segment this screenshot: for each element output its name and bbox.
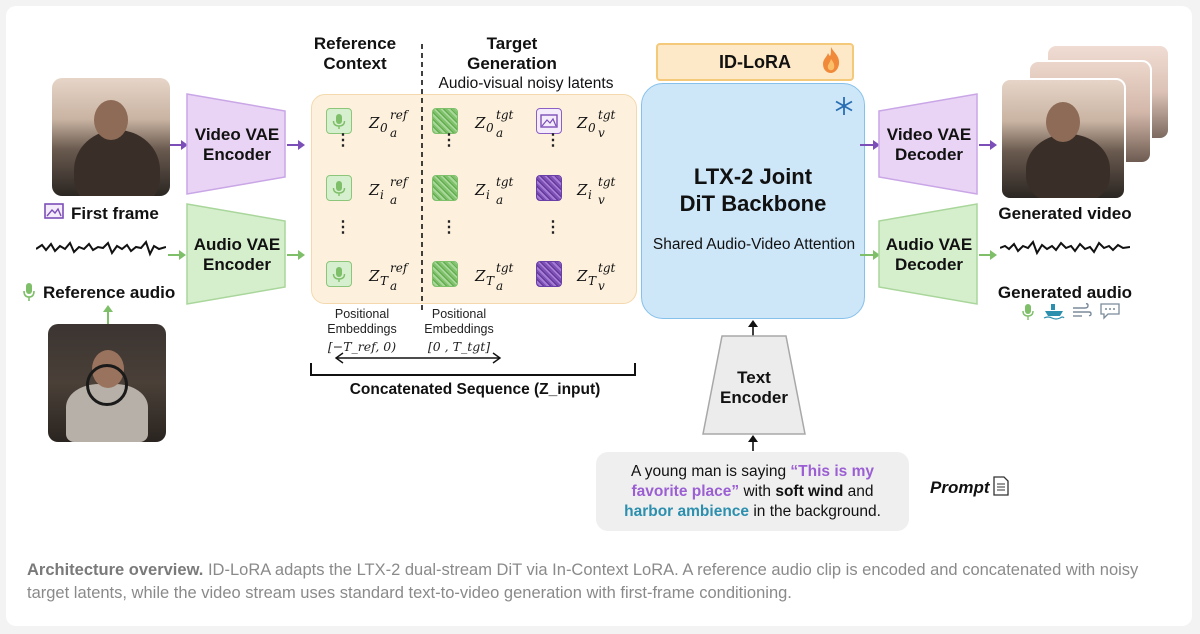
wind-icon [1072,303,1092,324]
text-encoder-label: Text Encoder [719,368,789,407]
microphone-icon [332,181,346,196]
audio-vae-encoder-label: Audio VAE Encoder [193,235,281,274]
positional-embeddings-ref-label: Positional Embeddings [327,307,397,336]
arrow-audio-encoder-to-latents [287,250,305,260]
video-vae-encoder [186,93,286,195]
positional-range-ref: [−T_ref, 0) [327,339,397,354]
tgt-video-latent-0 [536,108,562,134]
concatenated-sequence-bracket [310,363,636,376]
document-icon [993,476,1009,501]
ltx2-backbone [641,83,865,319]
prompt-text: A young man is saying “This is my favori… [624,463,881,520]
microphone-icon [1022,303,1034,326]
first-frame-label: First frame [71,204,159,223]
reference-context-heading: Reference Context [313,34,397,73]
reference-audio-label: Reference audio [43,283,176,302]
prompt-label: Prompt [930,478,990,497]
ref-audio-latent-0 [326,108,352,134]
tgt-audio-latent-0 [432,108,458,134]
id-lora-label: ID-LoRA [719,52,791,72]
video-vae-encoder-label: Video VAE Encoder [194,125,280,164]
latent-sequence-box [311,94,637,304]
caption-title: Architecture overview. [27,561,204,579]
tgt-audio-latent-i [432,175,458,201]
reference-audio-waveform [36,239,166,257]
snowflake-icon [834,96,854,121]
audio-vae-encoder [186,203,286,305]
backbone-title-line1: LTX-2 Joint [693,164,813,189]
ref-audio-latent-T [326,261,352,287]
video-vae-decoder-label: Video VAE Decoder [886,125,972,164]
ref-audio-latent-i [326,175,352,201]
audio-vae-decoder-label: Audio VAE Decoder [885,235,973,274]
generated-audio-label: Generated audio [997,283,1133,302]
microphone-icon [332,267,346,282]
tgt-video-latent-T [536,261,562,287]
microphone-icon [332,114,346,129]
tgt-video-latent-i [536,175,562,201]
target-generation-heading: Target Generation [467,34,557,73]
fire-icon [820,45,842,80]
tgt-audio-latent-T [432,261,458,287]
positional-range-tgt: [0 , T_tgt] [427,339,491,354]
generated-video-label: Generated video [998,204,1132,223]
video-vae-decoder [878,93,978,195]
arrow-audio-decoder-to-output [979,250,997,260]
ellipsis: ⋮ [441,132,457,149]
ellipsis: ⋮ [335,219,351,236]
positional-embeddings-tgt-label: Positional Embeddings [424,307,494,336]
image-icon [44,203,64,224]
ellipsis: ⋮ [545,219,561,236]
figure-caption: Architecture overview. ID-LoRA adapts th… [27,559,1167,605]
backbone-title-line2: DiT Backbone [679,191,827,216]
id-lora-badge [656,43,854,81]
positional-double-arrow [334,352,502,364]
noisy-latents-heading: Audio-visual noisy latents [438,75,614,92]
arrow-video-encoder-to-latents [287,140,305,150]
generated-audio-waveform [1000,240,1130,256]
reference-target-divider [421,44,423,312]
ellipsis: ⋮ [335,132,351,149]
arrow-backbone-to-audio-decoder [860,250,880,260]
shared-attention-label: Shared Audio-Video Attention [652,236,856,253]
concatenated-sequence-label: Concatenated Sequence (Z_input) [349,381,601,398]
arrow-ref-video-to-audio [103,305,113,324]
prompt-box [596,452,909,531]
ship-icon [1043,302,1065,325]
arrow-backbone-to-video-decoder [860,140,880,150]
text-encoder [702,335,806,435]
first-frame-image [52,78,170,196]
generated-video-frame [1000,78,1126,200]
arrow-audio-to-audio-encoder [168,250,186,260]
reference-video-image [48,324,166,442]
ellipsis: ⋮ [441,219,457,236]
arrow-video-decoder-to-output [979,140,997,150]
arrow-text-encoder-to-backbone [748,320,758,336]
caption-body: ID-LoRA adapts the LTX-2 dual-stream DiT… [27,561,1139,602]
arrow-prompt-to-text-encoder [748,435,758,451]
arrow-frame-to-video-encoder [170,140,188,150]
image-icon [540,114,558,128]
microphone-icon [22,282,36,307]
speech-icon [1100,302,1120,325]
ellipsis: ⋮ [545,132,561,149]
audio-vae-decoder [878,203,978,305]
